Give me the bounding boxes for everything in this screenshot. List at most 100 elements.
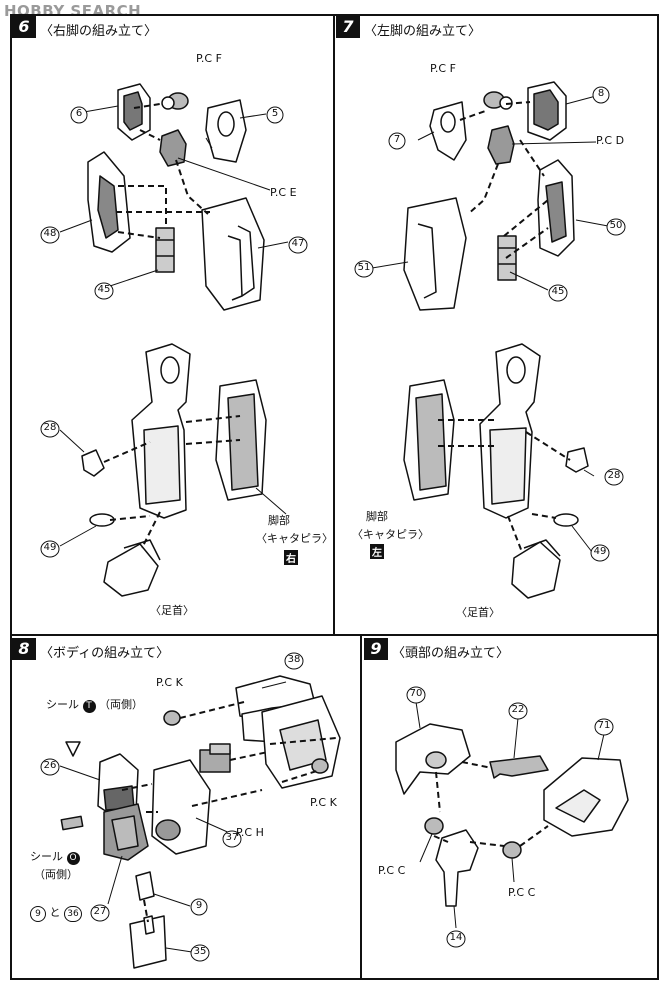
circle-icon: [288, 236, 308, 254]
step7-callout-45: 45: [548, 284, 568, 305]
part-number: 9: [195, 900, 203, 911]
step6-part-45: [155, 227, 175, 273]
step6-part-48: [87, 151, 131, 253]
step6-callout-47: 47: [288, 236, 308, 257]
step7-callout-8: 8: [592, 86, 610, 107]
part-number: 50: [609, 220, 623, 231]
step8-seal-t: [65, 741, 81, 757]
step-6-title: 〈右脚の組み立て〉: [40, 24, 158, 39]
part-number: 6: [75, 108, 83, 119]
step9-part-22: [489, 755, 549, 779]
circle-icon: [190, 944, 210, 962]
part-number: 8: [597, 88, 605, 99]
part-number: 70: [409, 688, 423, 699]
step7-ankle-label: 〈足首〉: [456, 606, 500, 619]
circle-icon: [94, 282, 114, 300]
step9-part-14: [435, 829, 479, 907]
step9-callout-70: 70: [406, 686, 426, 707]
circle-icon: [284, 652, 304, 670]
step8-part-37: [151, 759, 211, 855]
part-number: 22: [511, 704, 525, 715]
step6-pc-f-label: P.C F: [196, 52, 222, 65]
step6-pc-e: [159, 129, 187, 167]
circle-icon: [40, 226, 60, 244]
part-number: 35: [193, 946, 207, 957]
step7-track-label: 〈キャタピラ〉: [352, 528, 429, 541]
circle-icon: [508, 702, 528, 720]
step8-part-9: [135, 871, 155, 901]
step7-callout-51: 51: [354, 260, 374, 281]
part-number: 49: [43, 542, 57, 553]
part-number: 14: [449, 932, 463, 943]
step7-side-badge: 左: [370, 544, 384, 559]
step6-part-28: [81, 449, 105, 477]
circle-icon: [354, 260, 374, 278]
circle-icon: [592, 86, 610, 104]
part-number: 47: [291, 238, 305, 249]
step-9-title: 〈頭部の組み立て〉: [392, 646, 510, 661]
step-7-title: 〈左脚の組み立て〉: [364, 24, 482, 39]
step7-pc-d: [487, 125, 515, 165]
step9-part-70: [395, 723, 471, 795]
part-9-ref: 9: [30, 906, 46, 922]
seal-t-text: シール: [46, 698, 79, 711]
step6-callout-6: 6: [70, 106, 88, 127]
part-number: 49: [593, 546, 607, 557]
part-number: 45: [97, 284, 111, 295]
part-number: 26: [43, 760, 57, 771]
step7-leg-part-label: 脚部: [366, 510, 388, 523]
step8-pc-h: [199, 743, 231, 773]
step6-callout-48: 48: [40, 226, 60, 247]
step9-part-71: [543, 757, 629, 837]
circle-icon: [266, 106, 284, 124]
step8-pc-k-right: [311, 758, 329, 774]
step-7-badge: 7: [336, 16, 360, 38]
circle-icon: [590, 544, 610, 562]
step7-callout-49: 49: [590, 544, 610, 565]
step8-pc-h-label: P.C H: [236, 826, 264, 839]
step-9-badge: 9: [364, 638, 388, 660]
part-number: 71: [597, 720, 611, 731]
part-number: 28: [43, 422, 57, 433]
step9-pc-c-right: [502, 841, 522, 859]
step9-pc-c-right-label: P.C C: [508, 886, 536, 899]
seal-o-letter: O: [66, 852, 80, 865]
circle-icon: [594, 718, 614, 736]
part-number: 7: [393, 134, 401, 145]
step8-pc-k-top-label: P.C K: [156, 676, 183, 689]
step-6-badge: 6: [12, 16, 36, 38]
step7-part-7: [429, 101, 467, 161]
step8-and-9-36: 9 と 36: [30, 904, 82, 922]
horizontal-divider: [10, 634, 659, 636]
part-number: 28: [607, 470, 621, 481]
step6-part-5: [205, 99, 247, 163]
step9-callout-22: 22: [508, 702, 528, 723]
seal-t-letter: T: [82, 700, 96, 713]
circle-icon: [190, 898, 208, 916]
part-number: 45: [551, 286, 565, 297]
circle-icon: [90, 904, 110, 922]
step8-callout-38: 38: [284, 652, 304, 673]
step6-ankle: [103, 539, 161, 597]
step6-leg: [131, 343, 191, 519]
step6-callout-5: 5: [266, 106, 284, 127]
circle-icon: [70, 106, 88, 124]
step8-seal-o-label: シール O: [30, 848, 80, 865]
step-8-title: 〈ボディの組み立て〉: [40, 646, 170, 661]
circle-icon: [40, 420, 60, 438]
step7-part-8: [527, 81, 567, 141]
part-number: 51: [357, 262, 371, 273]
step8-part-35: [129, 915, 167, 969]
step7-track: [403, 379, 455, 501]
step9-pc-c-left: [424, 817, 444, 835]
step6-side-badge: 右: [284, 550, 298, 565]
circle-icon: [604, 468, 624, 486]
circle-icon: [446, 930, 466, 948]
seal-t-note: （両側）: [99, 698, 143, 711]
circle-icon: [388, 132, 406, 150]
step8-callout-27: 27: [90, 904, 110, 925]
step9-callout-71: 71: [594, 718, 614, 739]
circle-icon: [40, 758, 60, 776]
step7-callout-50: 50: [606, 218, 626, 239]
